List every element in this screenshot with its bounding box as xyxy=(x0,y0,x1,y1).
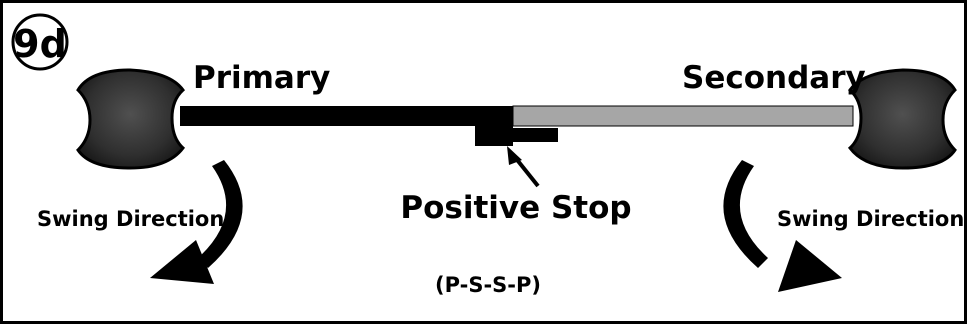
positive-stop-label: Positive Stop xyxy=(400,190,631,226)
right-swing-arrow xyxy=(723,160,842,292)
primary-arm xyxy=(180,106,513,126)
secondary-door-hinge xyxy=(847,68,957,170)
positive-stop-blocks xyxy=(475,126,558,146)
figure-badge-label: 9d xyxy=(13,22,67,66)
primary-label: Primary xyxy=(193,60,330,96)
secondary-label: Secondary xyxy=(682,60,866,96)
swing-direction-left-label: Swing Direction xyxy=(37,207,224,231)
sequence-label: (P-S-S-P) xyxy=(435,273,541,297)
secondary-arm xyxy=(512,105,854,127)
left-swing-arrow xyxy=(150,160,243,284)
positive-stop-pointer-arrow xyxy=(507,146,540,188)
primary-door-hinge xyxy=(76,68,186,170)
figure-badge: 9d xyxy=(11,13,69,71)
swing-direction-right-label: Swing Direction xyxy=(777,207,964,231)
